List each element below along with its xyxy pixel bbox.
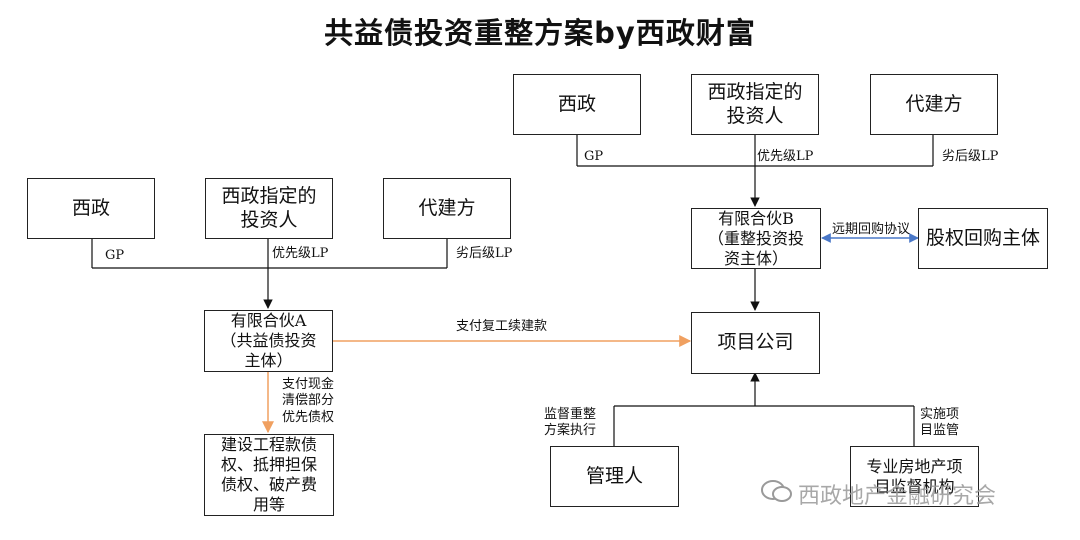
project-company-box: 项目公司 — [691, 312, 820, 374]
left-senior-lp-label: 优先级LP — [272, 246, 329, 261]
right-gp-label: GP — [584, 149, 604, 164]
right-builder-box: 代建方 — [870, 74, 998, 135]
left-investor-box: 西政指定的 投资人 — [205, 178, 333, 239]
wechat-icon — [761, 480, 792, 502]
right-xizheng-box: 西政 — [513, 74, 641, 135]
left-builder-box: 代建方 — [383, 178, 511, 239]
right-junior-lp-label: 劣后级LP — [942, 149, 999, 164]
re-supervisor-box: 专业房地产项 目监督机构 — [850, 446, 979, 507]
left-lp-lines — [91, 238, 448, 309]
buyback-entity-box: 股权回购主体 — [918, 208, 1048, 269]
left-gp-label: GP — [105, 248, 125, 263]
implement-label: 实施项 目监管 — [920, 407, 960, 439]
supervise-label: 监督重整 方案执行 — [544, 407, 597, 439]
left-xizheng-box: 西政 — [27, 178, 155, 239]
left-junior-lp-label: 劣后级LP — [456, 246, 513, 261]
right-senior-lp-label: 优先级LP — [757, 149, 814, 164]
partnership-b-box: 有限合伙B （重整投资投 资主体） — [691, 208, 821, 269]
claims-box: 建设工程款债 权、抵押担保 债权、破产费 用等 — [204, 434, 334, 516]
right-investor-box: 西政指定的 投资人 — [691, 74, 819, 135]
manager-box: 管理人 — [550, 446, 679, 507]
partnership-a-box: 有限合伙A （共益债投资 主体） — [204, 310, 333, 372]
left-pay-label: 支付现金 清偿部分 优先债权 — [282, 377, 335, 425]
pay-resume-label: 支付复工续建款 — [456, 319, 548, 334]
buyback-agreement-label: 远期回购协议 — [832, 222, 911, 237]
watermark-text: 西政地产金融研究会 — [798, 484, 997, 509]
diagram-title: 共益债投资重整方案by西政财富 — [324, 16, 756, 50]
right-lp-lines — [576, 134, 934, 455]
